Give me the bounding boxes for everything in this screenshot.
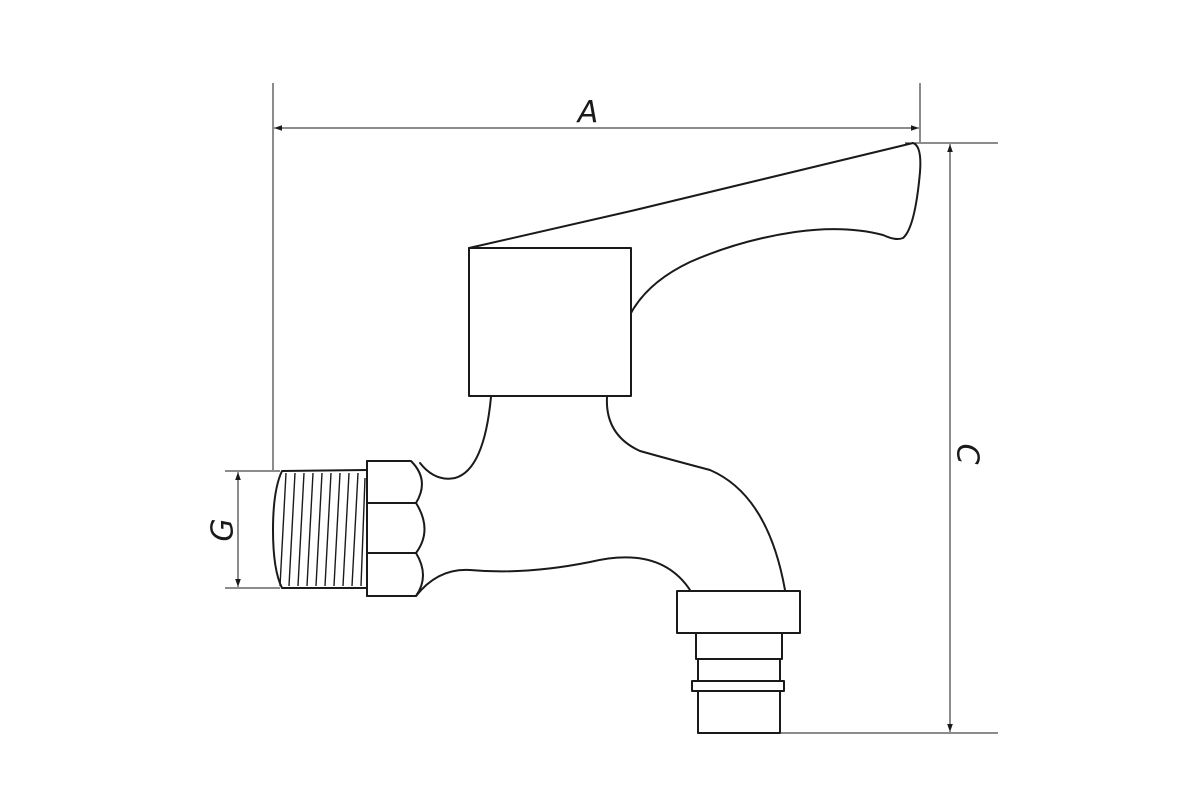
adapter-ring [691,680,785,692]
threaded-inlet [272,469,368,589]
label-a: A [576,95,599,130]
hose-adapter [676,590,801,734]
dimension-a: A [272,83,921,470]
lever-handle [468,142,922,397]
hex-nut [366,460,426,597]
adapter-neck [695,632,783,660]
thread-lines [279,472,366,587]
adapter-tip [697,690,781,734]
label-c: C [950,444,985,465]
lever-arm [468,142,922,314]
adapter-nut [676,590,801,634]
dimension-c: C [780,142,998,734]
handle-base [468,247,632,397]
adapter-ring-upper [697,658,781,682]
faucet-body [415,396,786,597]
dimension-g: G [206,470,280,589]
label-g: G [206,518,241,541]
